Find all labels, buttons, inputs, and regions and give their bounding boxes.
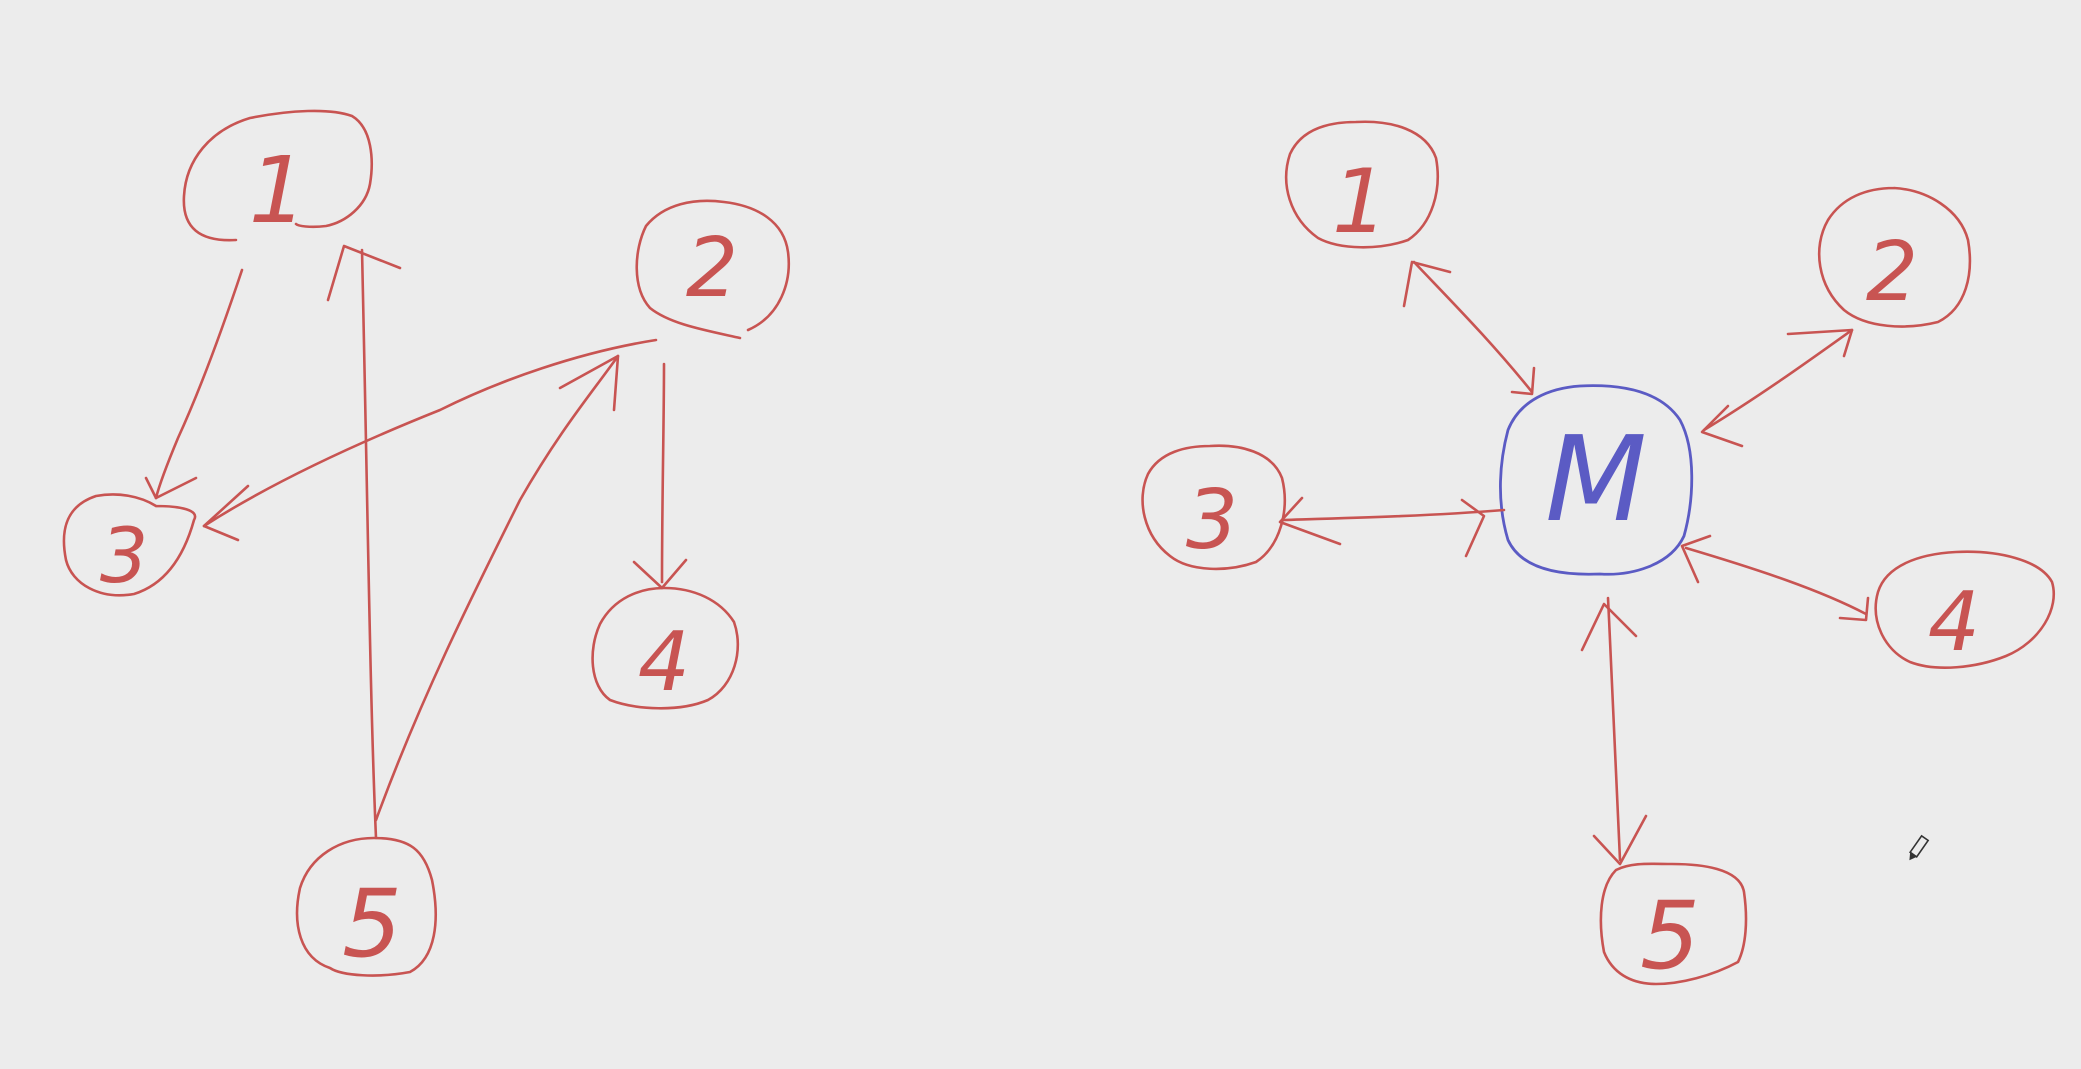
right-edge-m-2 — [1700, 328, 1854, 448]
hub-node-m: M — [1499, 384, 1694, 576]
left-diagram: 1 2 3 4 5 — [62, 109, 790, 979]
left-edge-5-2-line — [374, 354, 620, 822]
left-edge-5-1-arrowhead — [326, 244, 402, 302]
right-edge-m-5 — [1580, 596, 1648, 866]
left-edge-1-to-3 — [144, 268, 244, 500]
right-node-2-outline — [1817, 186, 1972, 328]
right-node-4-label: 4 — [1928, 575, 1980, 670]
right-node-1: 1 — [1284, 120, 1439, 253]
right-edge-m-5-line — [1606, 596, 1622, 862]
right-node-2: 2 — [1817, 186, 1972, 328]
right-edge-m-1-arrowhead-1 — [1402, 260, 1452, 308]
right-edge-m-3-line — [1282, 508, 1506, 522]
left-node-2-outline — [635, 199, 790, 340]
hub-node-m-label: M — [1545, 410, 1647, 548]
right-edge-m-5-arrowhead-1 — [1580, 602, 1638, 652]
right-edge-m-4-arrowhead-2 — [1838, 596, 1870, 622]
right-edge-m-1-line — [1412, 260, 1534, 394]
right-node-3: 3 — [1141, 444, 1286, 571]
left-node-2: 2 — [635, 199, 790, 340]
left-edge-2-4-arrowhead — [632, 558, 688, 590]
left-node-4-outline — [591, 586, 740, 710]
hub-node-m-outline — [1499, 384, 1694, 576]
right-edge-m-3-arrowhead-1 — [1278, 496, 1342, 546]
right-edge-m-4-line — [1684, 546, 1868, 616]
left-edge-2-to-3 — [202, 338, 658, 542]
right-node-3-label: 3 — [1186, 473, 1238, 568]
right-edge-m-5-arrowhead-2 — [1592, 814, 1648, 866]
left-edge-2-4-line — [660, 362, 666, 584]
right-edge-m-4 — [1680, 534, 1870, 622]
pencil-icon — [1909, 834, 1930, 861]
left-node-1-outline — [182, 109, 373, 242]
right-edge-m-3 — [1278, 496, 1506, 558]
left-edge-1-3-arrowhead — [144, 476, 198, 500]
right-node-1-outline — [1284, 120, 1439, 249]
left-edge-2-3-arrowhead — [202, 484, 250, 542]
right-node-5: 5 — [1599, 862, 1748, 991]
left-node-1: 1 — [182, 109, 373, 244]
right-node-5-outline — [1599, 862, 1748, 986]
right-edge-m-4-arrowhead-1 — [1680, 534, 1712, 584]
left-edge-1-3-line — [154, 268, 244, 500]
left-edge-5-to-2 — [374, 354, 620, 822]
right-edge-m-1-arrowhead-2 — [1510, 366, 1536, 396]
right-edge-m-2-arrowhead-2 — [1700, 404, 1744, 448]
right-edge-m-3-arrowhead-2 — [1460, 498, 1486, 558]
left-node-4: 4 — [591, 586, 740, 710]
right-node-2-label: 2 — [1866, 225, 1918, 320]
right-edge-m-1 — [1402, 260, 1536, 396]
left-edge-5-2-arrowhead — [558, 354, 620, 412]
right-diagram: M 1 2 3 4 5 — [1141, 120, 2055, 991]
right-edge-m-2-arrowhead-1 — [1786, 328, 1854, 358]
left-node-5-label: 5 — [342, 870, 402, 979]
left-node-5: 5 — [295, 836, 437, 979]
right-node-3-outline — [1141, 444, 1286, 571]
left-node-5-outline — [295, 836, 437, 977]
left-edge-2-3-line — [202, 338, 658, 528]
right-node-4: 4 — [1874, 550, 2055, 670]
left-node-1-label: 1 — [249, 137, 308, 244]
left-edge-2-to-4 — [632, 362, 688, 590]
left-node-3-outline — [62, 493, 197, 597]
left-node-4-label: 4 — [638, 615, 690, 710]
right-edge-m-2-line — [1702, 328, 1854, 432]
left-edge-5-1-line — [360, 248, 378, 840]
left-node-2-label: 2 — [686, 221, 738, 316]
left-edge-5-to-1 — [326, 244, 402, 840]
left-node-3-label: 3 — [100, 511, 148, 600]
right-node-1-label: 1 — [1332, 150, 1388, 253]
right-node-5-label: 5 — [1640, 882, 1700, 991]
left-node-3: 3 — [62, 493, 197, 600]
right-node-4-outline — [1874, 550, 2055, 669]
